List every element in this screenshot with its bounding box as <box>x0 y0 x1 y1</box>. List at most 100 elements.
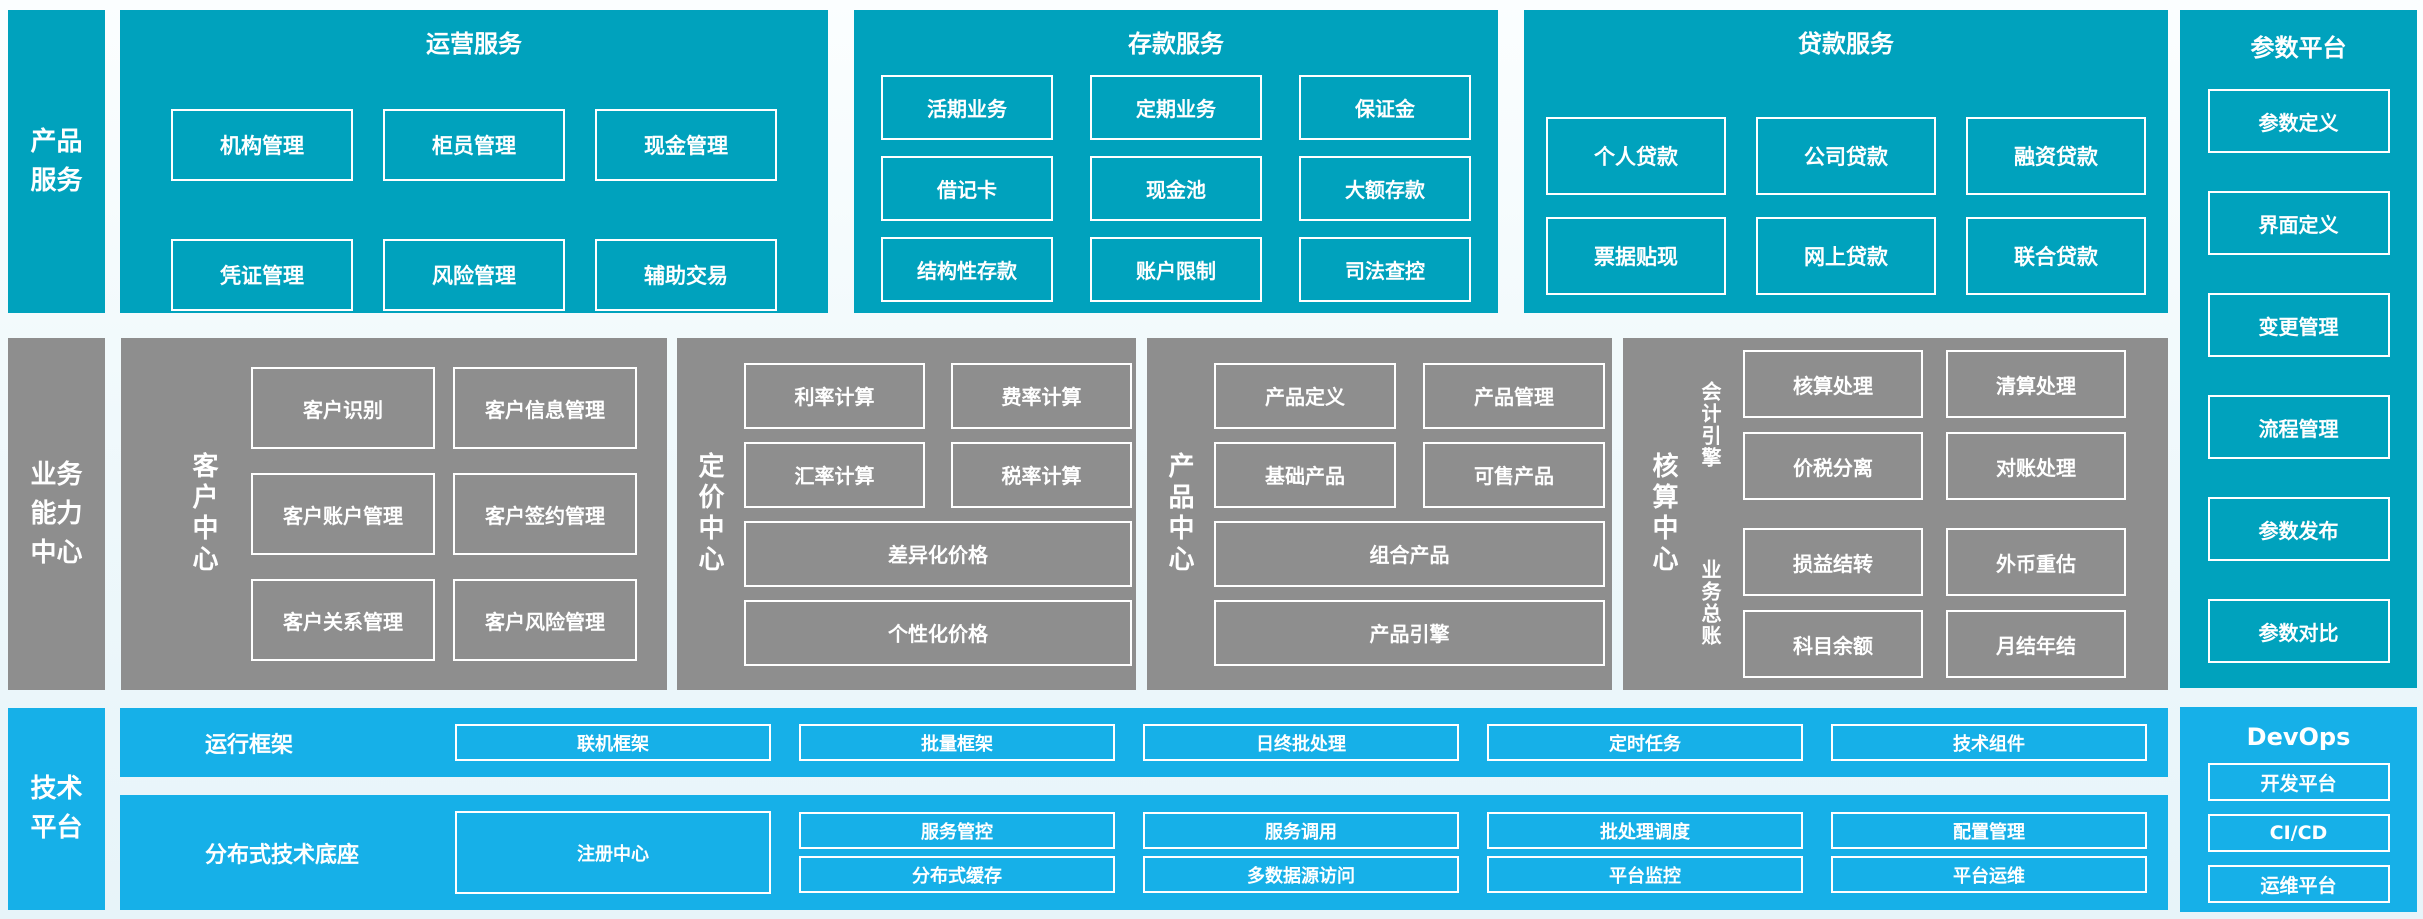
section-loan: 贷款服务 个人贷款 公司贷款 融资贷款 票据贴现 网上贷款 联合贷款 <box>1524 10 2168 313</box>
item-box: 柜员管理 <box>383 109 565 181</box>
distributed-col-2: 服务调用 多数据源访问 <box>1143 812 1459 893</box>
operations-grid: 机构管理 柜员管理 现金管理 凭证管理 风险管理 辅助交易 <box>120 109 828 311</box>
item-box: 客户关系管理 <box>251 579 435 661</box>
distributed-col-4: 配置管理 平台运维 <box>1831 812 2147 893</box>
accounting-groups: 会计引擎 核算处理 清算处理 价税分离 对账处理 业务总账 损益结转 外币重估 … <box>1696 350 2126 678</box>
item-box: 辅助交易 <box>595 239 777 311</box>
item-box: 技术组件 <box>1831 724 2147 761</box>
section-runtime-framework: 运行框架 联机框架 批量框架 日终批处理 定时任务 技术组件 <box>120 708 2168 777</box>
item-box: 参数发布 <box>2207 497 2390 561</box>
item-box: 机构管理 <box>171 109 353 181</box>
item-box: 批处理调度 <box>1487 812 1803 849</box>
item-box: 月结年结 <box>1946 610 2126 678</box>
customer-grid: 客户识别 客户信息管理 客户账户管理 客户签约管理 客户关系管理 客户风险管理 <box>251 367 637 661</box>
item-box: 可售产品 <box>1423 441 1605 508</box>
item-box: 产品引擎 <box>1214 599 1605 666</box>
item-box: 变更管理 <box>2207 293 2390 357</box>
registry-center-box: 注册中心 <box>455 811 771 894</box>
item-box: 汇率计算 <box>744 441 925 508</box>
item-box: 价税分离 <box>1743 432 1923 500</box>
item-box: 平台运维 <box>1831 856 2147 893</box>
parameter-list: 参数定义 界面定义 变更管理 流程管理 参数发布 参数对比 <box>2180 89 2417 663</box>
section-pricing-center: 定价中心 利率计算 费率计算 汇率计算 税率计算 差异化价格 个性化价格 <box>677 338 1136 690</box>
item-box: 组合产品 <box>1214 520 1605 587</box>
item-box: 客户账户管理 <box>251 473 435 555</box>
item-box: 参数对比 <box>2207 599 2390 663</box>
rail-business-capability: 业务 能力 中心 <box>8 338 105 690</box>
distributed-col-1: 服务管控 分布式缓存 <box>799 812 1115 893</box>
item-box: 流程管理 <box>2207 395 2390 459</box>
item-box: 平台监控 <box>1487 856 1803 893</box>
pricing-center-label: 定价中心 <box>694 452 724 576</box>
item-box: 现金管理 <box>595 109 777 181</box>
item-box: 保证金 <box>1299 75 1471 140</box>
item-box: 定时任务 <box>1487 724 1803 761</box>
operations-title: 运营服务 <box>426 30 522 58</box>
item-box: 开发平台 <box>2207 763 2390 801</box>
section-devops: DevOps 开发平台 CI/CD 运维平台 <box>2180 707 2417 912</box>
product-center-label: 产品中心 <box>1164 452 1194 576</box>
item-box: 参数定义 <box>2207 89 2390 153</box>
item-box: 外币重估 <box>1946 528 2126 596</box>
item-box: 定期业务 <box>1090 75 1262 140</box>
item-box: 产品管理 <box>1423 362 1605 429</box>
item-box: 配置管理 <box>1831 812 2147 849</box>
devops-list: 开发平台 CI/CD 运维平台 <box>2180 763 2417 903</box>
rail-tech-platform: 技术 平台 <box>8 708 105 910</box>
distributed-col-3: 批处理调度 平台监控 <box>1487 812 1803 893</box>
item-box: 公司贷款 <box>1756 117 1936 195</box>
item-box: 融资贷款 <box>1966 117 2146 195</box>
item-box: 联机框架 <box>455 724 771 761</box>
item-box: 客户风险管理 <box>453 579 637 661</box>
section-customer-center: 客户中心 客户识别 客户信息管理 客户账户管理 客户签约管理 客户关系管理 客户… <box>121 338 667 690</box>
item-box: 网上贷款 <box>1756 217 1936 295</box>
item-box: 现金池 <box>1090 156 1262 221</box>
section-deposit: 存款服务 活期业务 定期业务 保证金 借记卡 现金池 大额存款 结构性存款 账户… <box>854 10 1498 313</box>
accounting-group-engine: 会计引擎 核算处理 清算处理 价税分离 对账处理 <box>1696 350 2126 500</box>
section-distributed-base: 分布式技术底座 注册中心 服务管控 分布式缓存 服务调用 多数据源访问 批处理调… <box>120 795 2168 910</box>
item-box: 多数据源访问 <box>1143 856 1459 893</box>
rail-product-services-label: 产品 服务 <box>30 126 83 196</box>
item-box: 个人贷款 <box>1546 117 1726 195</box>
accounting-engine-label: 会计引擎 <box>1698 381 1722 469</box>
item-box: 借记卡 <box>881 156 1053 221</box>
loan-grid: 个人贷款 公司贷款 融资贷款 票据贴现 网上贷款 联合贷款 <box>1524 117 2168 295</box>
item-box: 税率计算 <box>951 441 1132 508</box>
pricing-grid: 利率计算 费率计算 汇率计算 税率计算 差异化价格 个性化价格 <box>744 362 1132 666</box>
item-box: 票据贴现 <box>1546 217 1726 295</box>
distributed-columns: 注册中心 服务管控 分布式缓存 服务调用 多数据源访问 批处理调度 平台监控 配… <box>455 811 2147 894</box>
item-box: 活期业务 <box>881 75 1053 140</box>
item-box: 大额存款 <box>1299 156 1471 221</box>
item-box: 日终批处理 <box>1143 724 1459 761</box>
product-grid: 产品定义 产品管理 基础产品 可售产品 组合产品 产品引擎 <box>1214 362 1605 666</box>
item-box: 利率计算 <box>744 362 925 429</box>
section-product-center: 产品中心 产品定义 产品管理 基础产品 可售产品 组合产品 产品引擎 <box>1147 338 1612 690</box>
loan-title: 贷款服务 <box>1798 30 1894 58</box>
item-box: 服务管控 <box>799 812 1115 849</box>
item-box: 基础产品 <box>1214 441 1396 508</box>
item-box: 司法查控 <box>1299 237 1471 302</box>
item-box: 分布式缓存 <box>799 856 1115 893</box>
parameter-title: 参数平台 <box>2250 34 2347 62</box>
rail-product-services: 产品 服务 <box>8 10 105 313</box>
runtime-framework-label: 运行框架 <box>205 732 294 758</box>
item-box: 产品定义 <box>1214 362 1396 429</box>
accounting-group-ledger: 业务总账 损益结转 外币重估 科目余额 月结年结 <box>1696 528 2126 678</box>
runtime-boxes: 联机框架 批量框架 日终批处理 定时任务 技术组件 <box>455 724 2147 761</box>
item-box: 清算处理 <box>1946 350 2126 418</box>
item-box: CI/CD <box>2207 814 2390 852</box>
item-box: 批量框架 <box>799 724 1115 761</box>
accounting-engine-grid: 核算处理 清算处理 价税分离 对账处理 <box>1743 350 2126 500</box>
item-box: 费率计算 <box>951 362 1132 429</box>
business-ledger-label: 业务总账 <box>1698 559 1722 647</box>
section-accounting-center: 核算中心 会计引擎 核算处理 清算处理 价税分离 对账处理 业务总账 损益结转 … <box>1623 338 2168 690</box>
devops-title: DevOps <box>2246 723 2351 751</box>
item-box: 凭证管理 <box>171 239 353 311</box>
section-operations: 运营服务 机构管理 柜员管理 现金管理 凭证管理 风险管理 辅助交易 <box>120 10 828 313</box>
item-box: 核算处理 <box>1743 350 1923 418</box>
item-box: 界面定义 <box>2207 191 2390 255</box>
rail-tech-platform-label: 技术 平台 <box>30 774 83 843</box>
item-box: 客户信息管理 <box>453 367 637 449</box>
rail-business-capability-label: 业务 能力 中心 <box>30 459 83 568</box>
section-parameter-platform: 参数平台 参数定义 界面定义 变更管理 流程管理 参数发布 参数对比 <box>2180 10 2417 688</box>
